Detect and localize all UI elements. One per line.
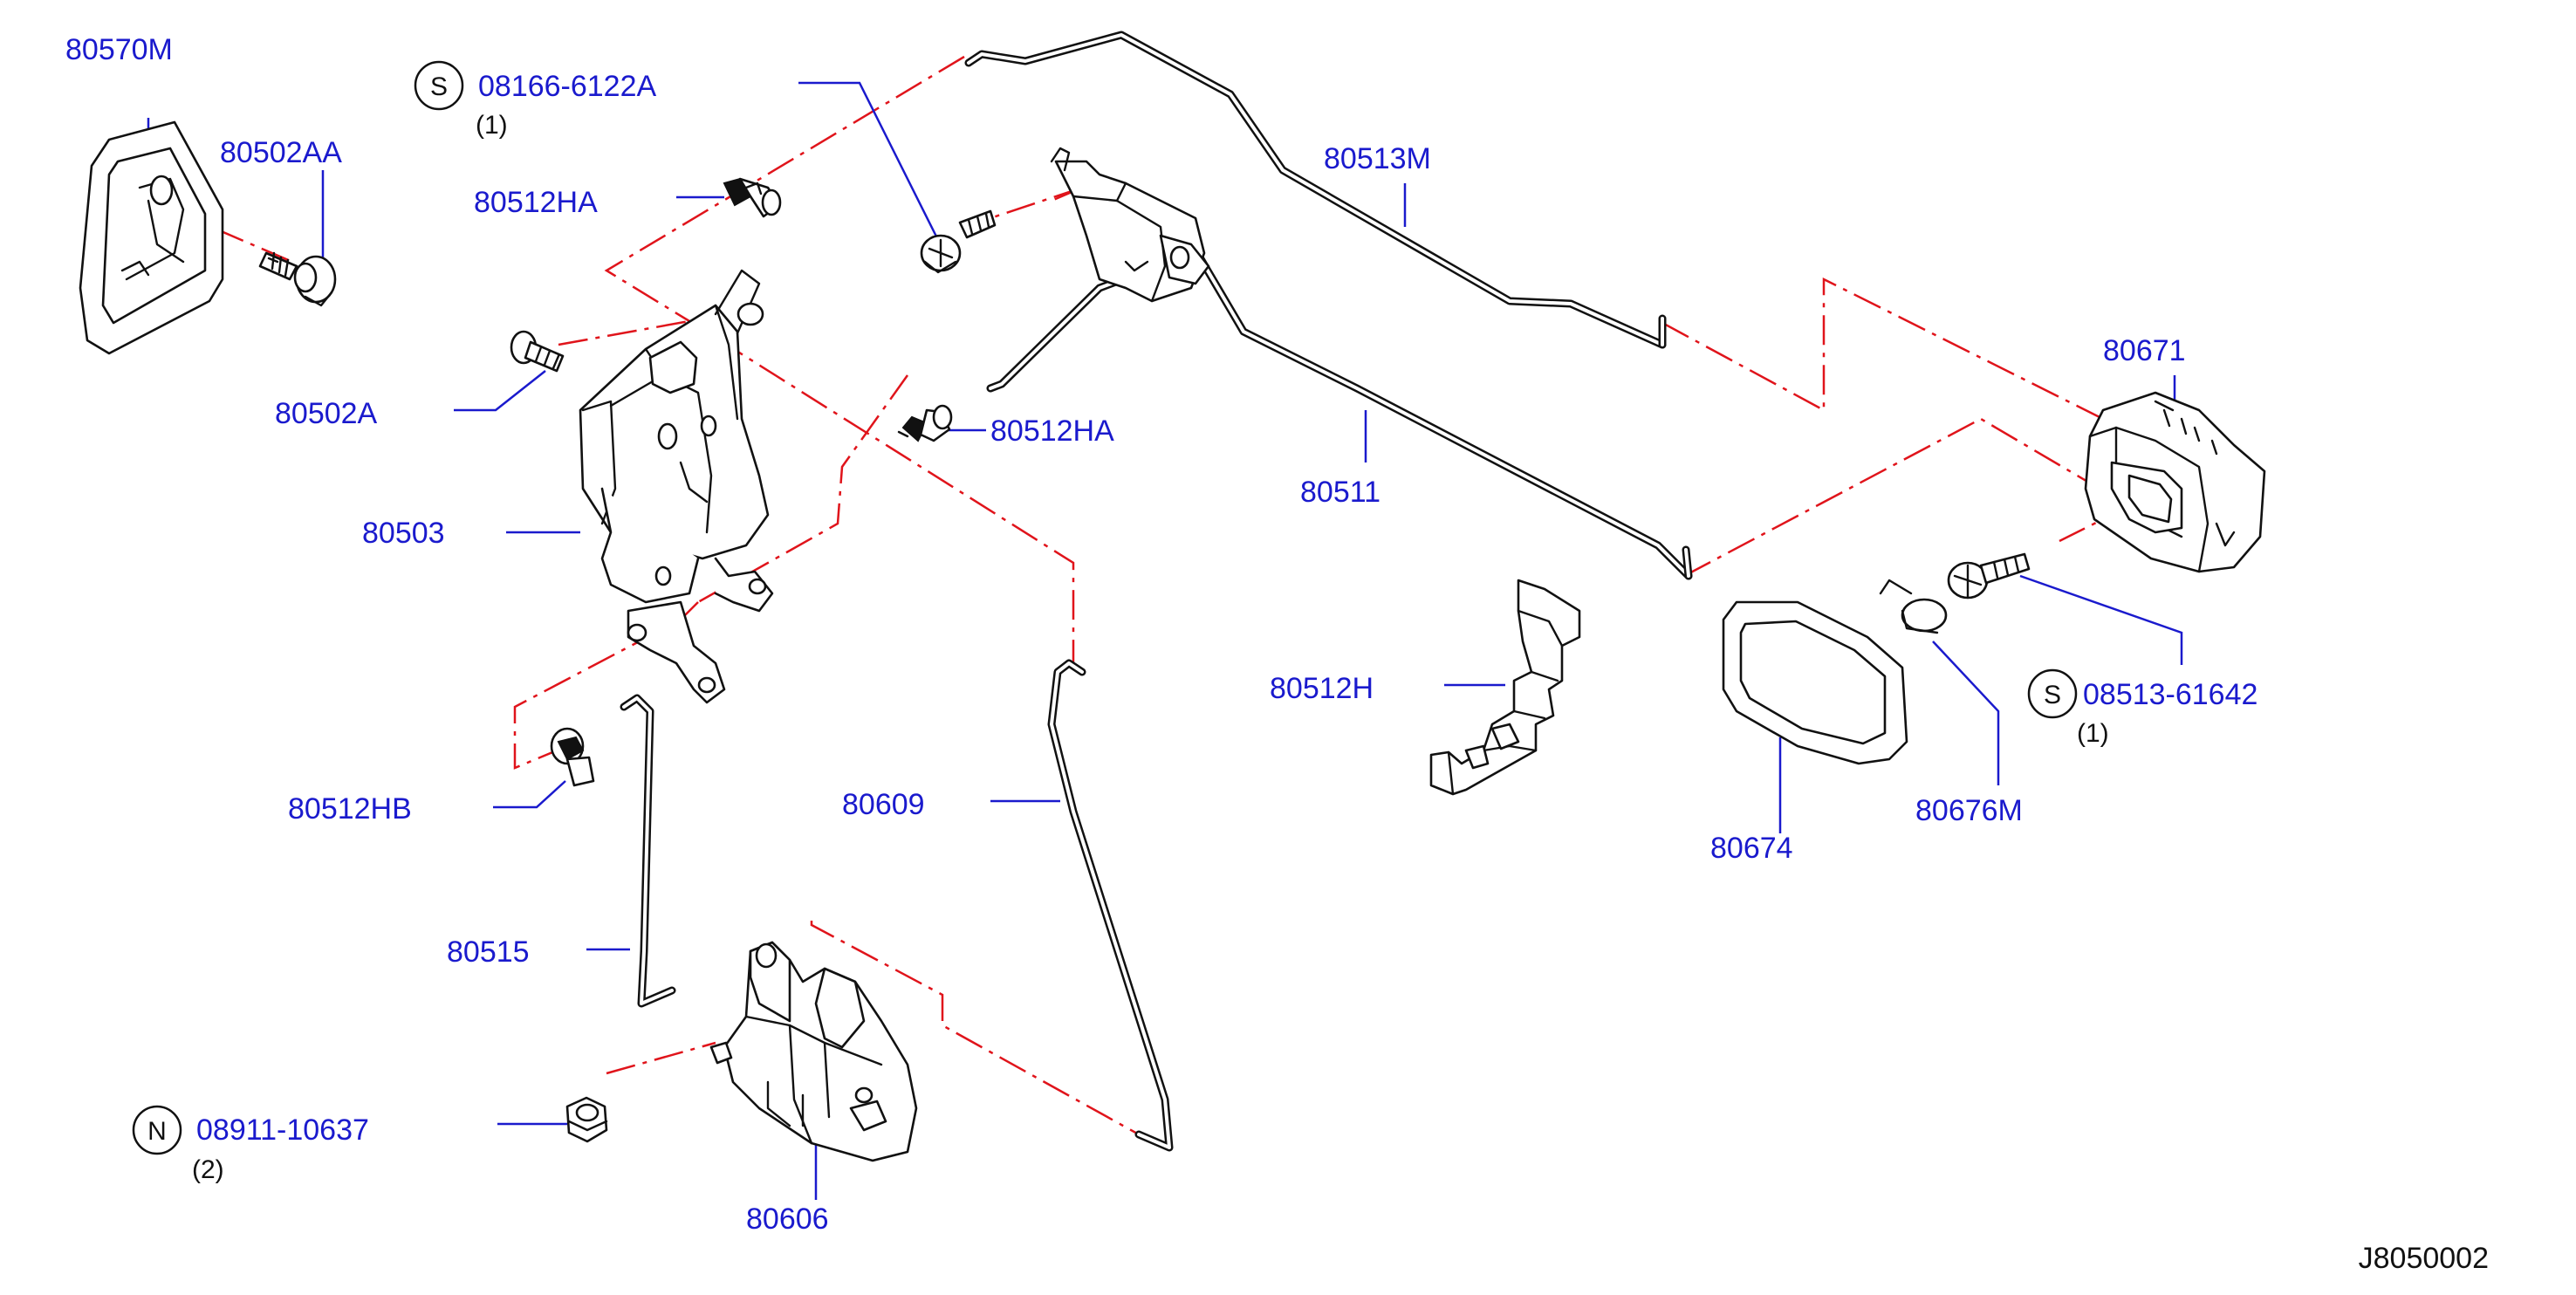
label-80502AA: 80502AA: [220, 136, 342, 169]
part-80502AA-screw: [258, 251, 337, 307]
label-80609: 80609: [842, 788, 925, 821]
part-08166-6122A-screw: [920, 209, 997, 274]
label-80676M: 80676M: [1915, 794, 2023, 827]
qty-08513-61642: (1): [2077, 719, 2109, 748]
label-80513M: 80513M: [1324, 142, 1431, 175]
part-80512H-bracket: [1429, 579, 1581, 796]
label-80606: 80606: [746, 1202, 829, 1236]
part-80512HB-clip: [550, 727, 595, 787]
part-80606-handle-bracket: [709, 941, 918, 1162]
part-80676M-cap: [1879, 579, 1948, 634]
label-80515: 80515: [447, 935, 530, 969]
part-80512HA-clip-top: [723, 177, 782, 218]
part-08513-61642-screw: [1947, 552, 2031, 600]
label-08166-6122A: 08166-6122A: [478, 70, 657, 103]
svg-text:S: S: [430, 72, 448, 101]
part-80511-rod: [986, 240, 1693, 580]
label-80512H: 80512H: [1270, 672, 1374, 705]
part-80512HA-clip-middle: [897, 404, 953, 442]
symbol-screw-08513: S: [2027, 668, 2078, 719]
qty-08166-6122A: (1): [476, 111, 508, 140]
svg-text:S: S: [2044, 681, 2061, 709]
part-80515-rod: [620, 694, 676, 1008]
svg-text:N: N: [147, 1117, 167, 1146]
label-08513-61642: 08513-61642: [2083, 678, 2257, 711]
label-80674: 80674: [1710, 832, 1793, 865]
label-80503: 80503: [362, 517, 445, 550]
part-80503-door-lock-actuator: [579, 269, 774, 704]
diagram-reference: J8050002: [2359, 1242, 2489, 1275]
part-80502A-screw: [510, 330, 565, 373]
symbol-nut-08911: N: [132, 1105, 182, 1155]
label-80512HA-top: 80512HA: [474, 186, 598, 219]
part-80609-rod: [1047, 659, 1174, 1152]
label-80502A: 80502A: [275, 397, 378, 430]
label-80511: 80511: [1300, 476, 1380, 509]
label-80512HA-middle: 80512HA: [990, 415, 1114, 448]
label-80512HB: 80512HB: [288, 792, 412, 826]
part-80671-outside-handle: [2084, 391, 2266, 573]
part-labels: 80570M 80502AA 08166-6122A (1) 80512HA 8…: [65, 33, 2257, 1236]
label-08911-10637: 08911-10637: [196, 1113, 369, 1147]
part-80674-gasket: [1722, 600, 1908, 765]
part-80513M-rod: [964, 31, 1667, 349]
qty-08911-10637: (2): [192, 1155, 224, 1184]
assembly-lines: [169, 55, 2130, 1136]
symbol-screw-08166: S: [414, 60, 464, 111]
part-08911-10637-nut: [565, 1096, 608, 1143]
part-80570M-escutcheon: [79, 120, 224, 355]
label-80671: 80671: [2103, 334, 2186, 367]
label-80570M: 80570M: [65, 33, 173, 66]
part-latch-mechanism: [1050, 147, 1210, 303]
